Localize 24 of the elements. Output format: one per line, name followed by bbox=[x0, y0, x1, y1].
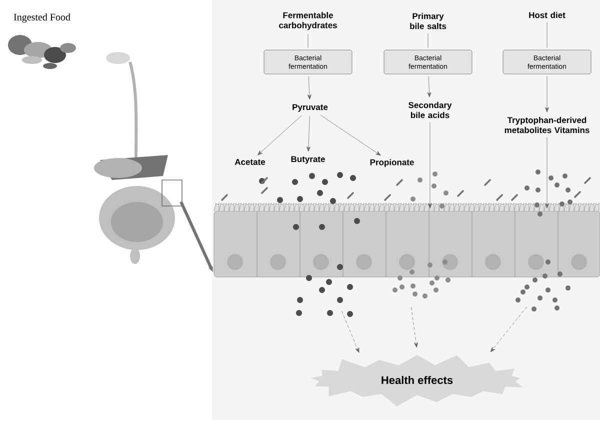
metabolite-label: Tryptophan-derived metabolites Vitamins bbox=[504, 116, 590, 134]
title-label: Ingested Food bbox=[14, 13, 70, 23]
starburst: Health effects bbox=[310, 355, 524, 406]
metabolite-label: Secondary bile acids bbox=[408, 102, 452, 118]
metabolite-label: Butyrate bbox=[291, 156, 325, 164]
metabolite-label: Host diet bbox=[529, 12, 566, 18]
metabolite-label: Fermentable carbohydrates bbox=[279, 12, 337, 30]
epithelium-drawing bbox=[214, 202, 600, 278]
arrow bbox=[411, 307, 418, 348]
arrow bbox=[545, 137, 549, 208]
arrow bbox=[306, 116, 311, 152]
arrow bbox=[428, 122, 432, 208]
metabolite-label: Acetate bbox=[234, 159, 266, 165]
metabolite-label: Propionate bbox=[370, 159, 414, 167]
arrow bbox=[490, 306, 527, 352]
arrow bbox=[257, 115, 302, 156]
arrow bbox=[320, 114, 381, 156]
arrow bbox=[307, 76, 312, 100]
metabolite-label: Pyruvate bbox=[292, 104, 328, 112]
arrow bbox=[342, 310, 360, 353]
digestive-system-drawing bbox=[94, 52, 182, 264]
metabolite-label: Primary bile salts bbox=[410, 12, 446, 30]
arrow bbox=[545, 76, 549, 112]
arrow bbox=[427, 76, 432, 98]
